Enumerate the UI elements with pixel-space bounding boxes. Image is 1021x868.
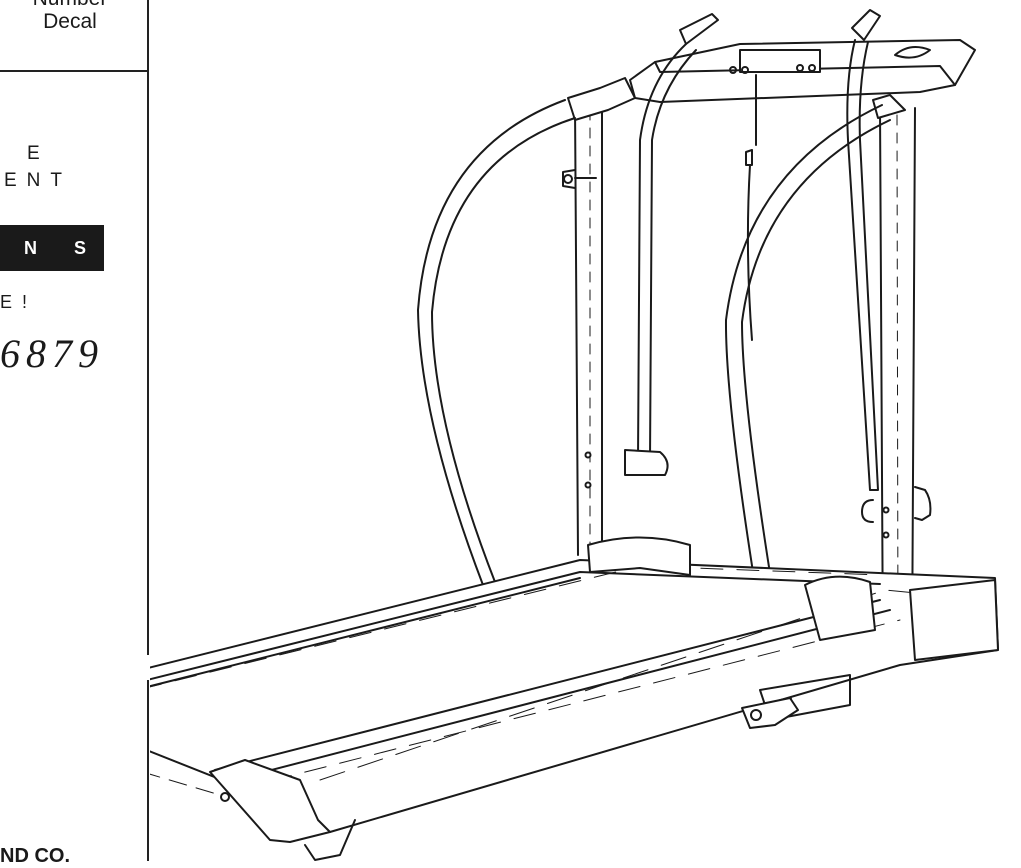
decal-divider: [0, 70, 148, 72]
side-knob: [562, 169, 597, 189]
safety-key: [745, 74, 757, 341]
left-lift-handle: [624, 13, 719, 476]
decal-text-line2: Decal: [43, 10, 97, 33]
heading-fragment-1: E: [27, 143, 50, 164]
heading-fragment-2: ENT: [4, 170, 72, 191]
treadmill-illustration: [150, 0, 1021, 861]
left-handrail: [417, 99, 576, 586]
phone-number-fragment: 6879: [0, 331, 104, 376]
cover-left-panel: Number Decal E ENT N S E! 6879 ND CO.: [0, 0, 148, 867]
treadmill-deck: [150, 536, 999, 861]
instructions-banner: N S: [0, 225, 104, 271]
console: [629, 39, 976, 103]
call-fragment: E!: [0, 292, 38, 312]
right-lift-handle: [846, 9, 881, 491]
decal-text-line1: Number: [0, 0, 140, 10]
left-upright: [567, 77, 636, 556]
panel-divider-line: [147, 0, 149, 861]
right-upright: [861, 94, 932, 661]
panel-divider-gap: [147, 655, 149, 680]
company-name-fragment: ND CO.: [0, 845, 70, 867]
